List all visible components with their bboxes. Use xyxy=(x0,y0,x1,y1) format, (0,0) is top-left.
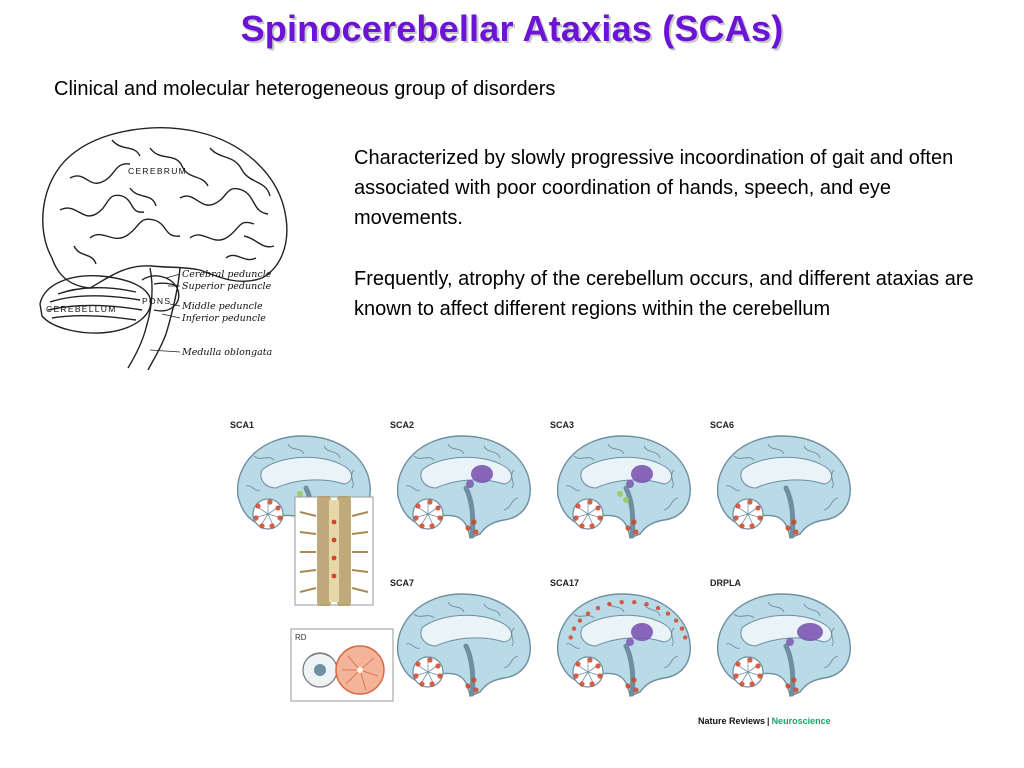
panel-label: SCA2 xyxy=(390,420,415,430)
retina-eye-inset: RD xyxy=(290,628,394,702)
credit-separator: | xyxy=(767,716,770,726)
brain-anatomy-illustration: CEREBRUM PONS CEREBELLUM Cerebral pedunc… xyxy=(39,127,288,370)
panel-sca7: SCA7 xyxy=(388,578,540,697)
panel-label: SCA3 xyxy=(550,420,575,430)
cerebral-peduncle-label: Cerebral peduncle xyxy=(182,269,272,280)
brain-sagittal-icon xyxy=(556,593,691,697)
cerebellum-label: CEREBELLUM xyxy=(46,304,117,314)
characterization-paragraph: Characterized by slowly progressive inco… xyxy=(354,147,954,229)
panel-label: SCA7 xyxy=(390,578,415,588)
credit-journal: Nature Reviews xyxy=(698,716,766,726)
brain-sagittal-icon xyxy=(716,593,851,697)
retina-label: RD xyxy=(295,633,307,642)
superior-peduncle-label: Superior peduncle xyxy=(182,281,272,292)
panel-drpla: DRPLA xyxy=(708,578,860,697)
medulla-oblongata-label: Medulla oblongata xyxy=(181,347,273,358)
figure-credit: Nature Reviews|Neuroscience xyxy=(698,716,831,726)
panel-sca2: SCA2 xyxy=(388,420,540,539)
brain-sagittal-icon xyxy=(716,435,851,539)
brain-sagittal-icon xyxy=(556,435,691,539)
slide-title: Spinocerebellar Ataxias (SCAs) xyxy=(240,8,784,49)
atrophy-paragraph: Frequently, atrophy of the cerebellum oc… xyxy=(354,268,974,320)
credit-section: Neuroscience xyxy=(771,716,831,726)
panel-sca3: SCA3 xyxy=(548,420,700,539)
inferior-peduncle-label: Inferior peduncle xyxy=(181,313,266,324)
cerebrum-label: CEREBRUM xyxy=(128,166,187,176)
panel-label: SCA17 xyxy=(550,578,580,588)
panel-sca6: SCA6 xyxy=(708,420,860,539)
sca-brain-panels: SCA1 SCA2 SCA3 xyxy=(226,418,866,738)
eye-illustration: RD xyxy=(290,628,394,702)
panel-label: SCA1 xyxy=(230,420,255,430)
brain-sagittal-icon xyxy=(396,435,531,539)
brain-sagittal-icon xyxy=(396,593,531,697)
spinal-cord-inset xyxy=(294,493,374,609)
middle-peduncle-label: Middle peduncle xyxy=(181,301,263,312)
panel-label: DRPLA xyxy=(710,578,741,588)
panel-label: SCA6 xyxy=(710,420,735,430)
spinal-cord-illustration xyxy=(294,493,374,609)
slide-subtitle: Clinical and molecular heterogeneous gro… xyxy=(54,78,556,100)
brain-anatomy-diagram: CEREBRUM PONS CEREBELLUM Cerebral pedunc… xyxy=(30,118,290,370)
pons-label: PONS xyxy=(142,296,171,306)
panel-sca17: SCA17 xyxy=(548,578,700,697)
